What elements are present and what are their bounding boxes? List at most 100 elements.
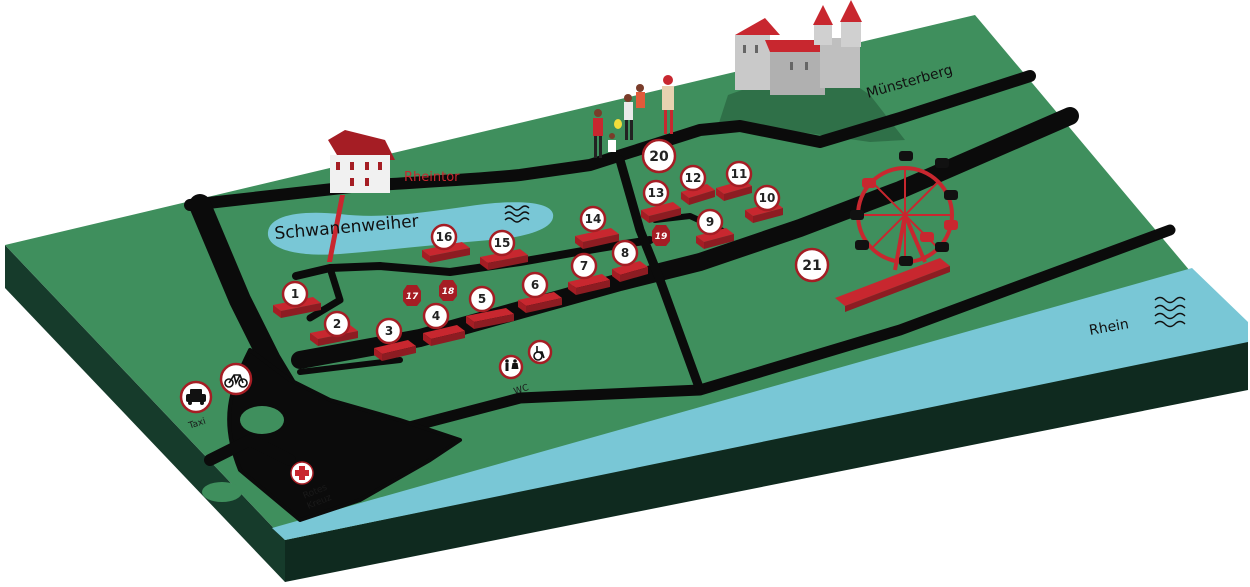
stall-block-side — [753, 208, 783, 223]
stall-block-side — [431, 331, 465, 346]
stall-block-top — [374, 340, 416, 354]
rheintor-label: Rheintor — [404, 170, 460, 185]
stand-1-number: 1 — [291, 287, 299, 301]
stand-21-number: 21 — [802, 258, 821, 274]
stand-6[interactable]: 6 — [521, 271, 549, 299]
stall-block-side — [474, 314, 514, 329]
stand-1[interactable]: 1 — [281, 280, 309, 308]
stall-block-front — [374, 348, 382, 361]
stand-18[interactable]: 18 — [439, 280, 457, 301]
stall-block-front — [696, 236, 704, 249]
road-south-exit — [204, 434, 296, 466]
stand-10-number: 10 — [759, 191, 776, 205]
stand-13-number: 13 — [648, 186, 665, 200]
stand-16[interactable]: 16 — [430, 223, 458, 251]
stall-block-side — [724, 186, 752, 201]
stand-3[interactable]: 3 — [375, 317, 403, 345]
stand-2-number: 2 — [333, 317, 341, 331]
stand-7-number: 7 — [580, 259, 588, 273]
stand-13[interactable]: 13 — [642, 179, 670, 207]
stand-20-number: 20 — [649, 149, 669, 165]
stand-8-number: 8 — [621, 246, 629, 260]
stall-block-front — [480, 257, 488, 270]
stand-12[interactable]: 12 — [679, 164, 707, 192]
road-lower — [297, 357, 403, 375]
stand-14-number: 14 — [585, 212, 602, 226]
stand-9[interactable]: 9 — [696, 208, 724, 236]
stand-10[interactable]: 10 — [753, 184, 781, 212]
river-water — [272, 268, 1248, 540]
stall-block-top — [612, 261, 648, 275]
stand-14[interactable]: 14 — [579, 205, 607, 233]
stall-block-top — [518, 292, 562, 306]
road-vertical-1 — [615, 155, 705, 395]
stall-block-front — [575, 236, 583, 249]
stand-19-number: 19 — [655, 232, 668, 242]
stall-block-front — [310, 333, 318, 346]
stall-block-front — [681, 192, 689, 205]
stall-block-side — [430, 248, 470, 263]
stall-block-top — [696, 228, 734, 242]
bicycle-marker[interactable] — [219, 362, 253, 396]
first-aid-marker[interactable] — [290, 461, 314, 485]
stand-15[interactable]: 15 — [488, 229, 516, 257]
bicycle-icon — [224, 374, 248, 388]
stall-block-front — [423, 333, 431, 346]
stall-block-top — [575, 228, 619, 242]
stall-block-side — [318, 331, 358, 346]
plaza-island-2 — [202, 482, 242, 502]
wheelchair-icon — [533, 346, 545, 361]
wc-label: WC — [513, 383, 531, 397]
stall-block-side — [620, 267, 648, 282]
stand-18-number: 18 — [442, 287, 455, 297]
stand-7[interactable]: 7 — [570, 252, 598, 280]
stall-block-top — [681, 184, 715, 198]
wheelchair-marker[interactable] — [527, 339, 553, 365]
stall-block-front — [466, 316, 474, 329]
stall-block-side — [488, 255, 528, 270]
rhein-label: Rhein — [1088, 316, 1130, 339]
stall-block-front — [568, 282, 576, 295]
stand-2[interactable]: 2 — [323, 310, 351, 338]
stand-5[interactable]: 5 — [468, 285, 496, 313]
stall-block-front — [745, 210, 753, 223]
stall-block-top — [466, 308, 514, 322]
stall-block-top — [641, 202, 681, 216]
stall-block-side — [583, 234, 619, 249]
stand-4[interactable]: 4 — [422, 302, 450, 330]
stall-block-front — [716, 188, 724, 201]
stand-17[interactable]: 17 — [403, 285, 421, 306]
gate-building-icon — [327, 130, 395, 262]
castle-icon — [735, 0, 862, 95]
toilet-icon — [505, 359, 519, 371]
stall-block-side — [281, 303, 321, 318]
stall-block-side — [704, 234, 734, 249]
stand-16-number: 16 — [436, 230, 453, 244]
road-loop-inner — [306, 264, 344, 322]
stall-block-front — [273, 305, 281, 318]
water-waves-icon — [504, 205, 530, 223]
stand-21[interactable]: 21 — [794, 247, 830, 283]
plaza-island — [240, 406, 284, 434]
stand-9-number: 9 — [706, 215, 714, 229]
stall-block-front — [518, 300, 526, 313]
stand-8[interactable]: 8 — [611, 239, 639, 267]
stall-block-front — [641, 210, 649, 223]
stand-12-number: 12 — [685, 171, 702, 185]
toilet-marker[interactable] — [498, 354, 524, 380]
stand-19[interactable]: 19 — [652, 225, 670, 246]
taxi-marker[interactable] — [179, 380, 213, 414]
stall-block-front — [422, 250, 430, 263]
stand-20[interactable]: 20 — [641, 138, 677, 174]
visitors-illustration — [593, 75, 674, 158]
stall-block-side — [382, 346, 416, 361]
stand-11[interactable]: 11 — [725, 160, 753, 188]
taxi-icon — [186, 389, 206, 405]
ferris-wheel-icon — [835, 151, 958, 312]
rhein-river — [272, 268, 1248, 540]
stall-block-front — [612, 269, 620, 282]
stall-block-side — [526, 298, 562, 313]
red-cross-icon — [295, 466, 309, 480]
stall-block-side — [689, 190, 715, 205]
